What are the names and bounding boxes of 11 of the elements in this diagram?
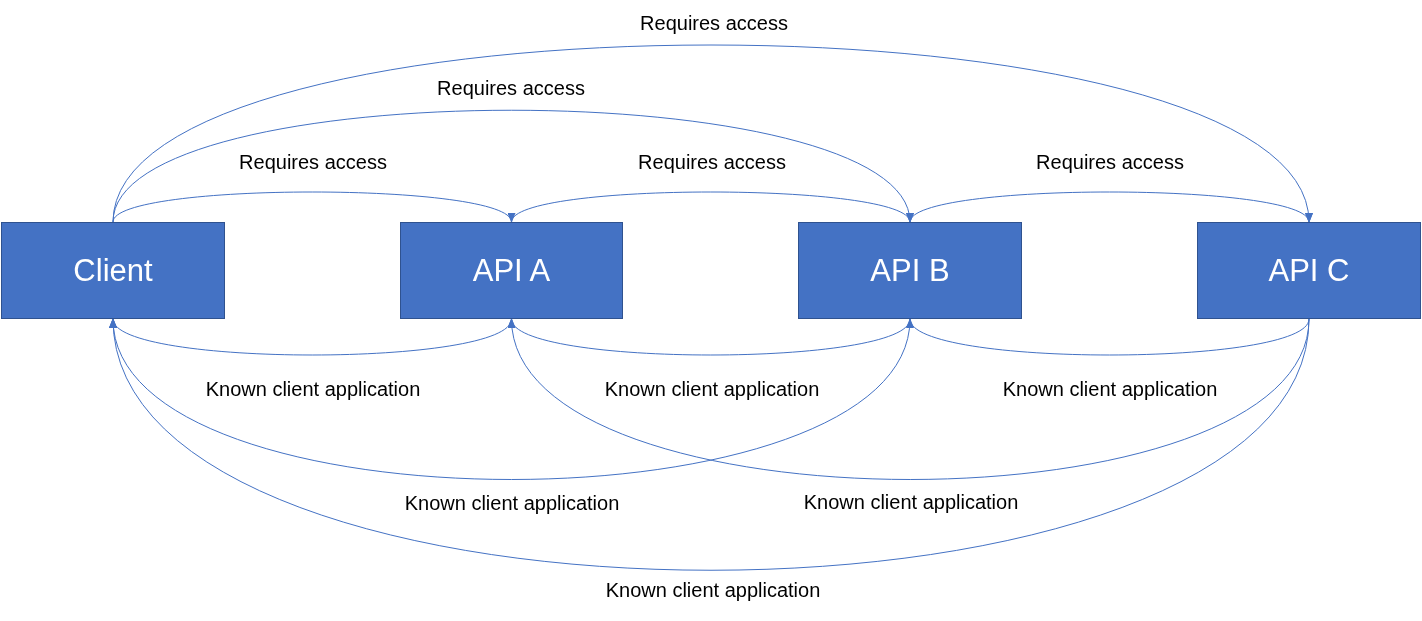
arrow [111,318,911,480]
api-box: API B [798,222,1022,319]
arrow [112,44,1310,223]
api-box: Client [1,222,225,319]
arrow [112,109,911,223]
arrow [112,191,513,223]
arrow [510,318,1310,480]
arrow [111,318,1310,571]
arrow [909,318,1310,356]
api-box: API C [1197,222,1421,319]
api-box: API A [400,222,623,319]
